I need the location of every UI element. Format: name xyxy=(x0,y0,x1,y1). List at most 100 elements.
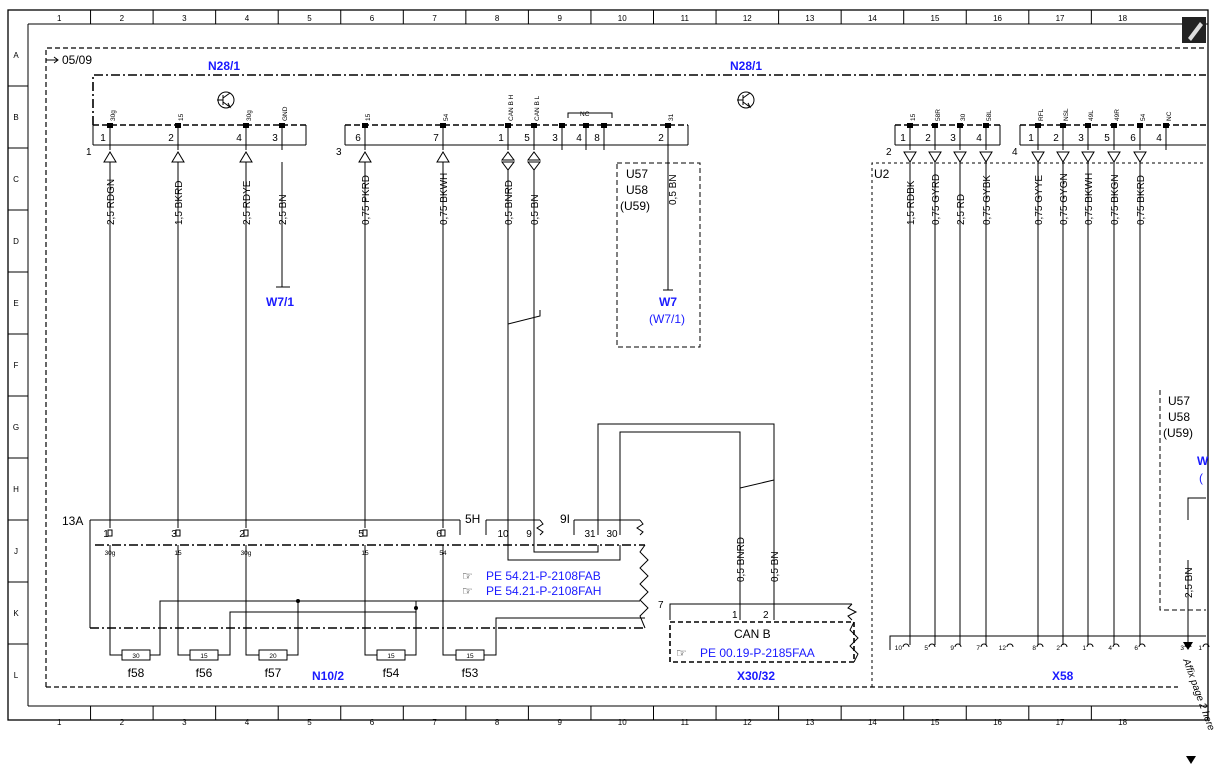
x58-label: X58 xyxy=(1052,669,1074,683)
x30-pin-2: 2 xyxy=(763,610,769,621)
nc-label: NC xyxy=(580,111,590,118)
pin-number: 3 xyxy=(1078,133,1084,144)
grid-col-label-top: 11 xyxy=(681,14,690,23)
reference-1: PE 54.21-P-2108FAB xyxy=(486,569,601,583)
wire-label-u57: 0,5 BN xyxy=(668,174,679,205)
u2-boundary xyxy=(871,162,1206,687)
date-arrow-icon xyxy=(46,56,59,64)
pin-signal: 30 xyxy=(960,113,967,121)
grid-col-label-bottom: 13 xyxy=(805,718,814,727)
pin-number: 1 xyxy=(498,133,504,144)
pin-contact xyxy=(665,123,671,128)
connector-arrow-icon xyxy=(1107,151,1121,163)
pin-signal: 49L xyxy=(1088,110,1095,121)
connector-arrow-icon xyxy=(436,151,450,163)
connector-arrow-icon xyxy=(171,151,185,163)
pin-signal: GND xyxy=(282,106,289,121)
variant-box-2-line-2: U58 xyxy=(1168,410,1190,424)
grid-col-label-top: 8 xyxy=(495,14,500,23)
fuse-body xyxy=(121,649,151,661)
connector-number-3: 3 xyxy=(336,147,342,158)
grid-col-label-top: 10 xyxy=(618,14,627,23)
x58-pin-number: 5 xyxy=(924,645,928,652)
pin-contact xyxy=(243,123,249,128)
pin-contact xyxy=(957,123,963,128)
x58-socket xyxy=(1112,643,1120,648)
variant-box-1-line-3: (U59) xyxy=(620,199,650,213)
fuse-wire xyxy=(245,628,299,656)
grid-col-label-bottom: 8 xyxy=(495,718,500,727)
wire-label: 0,5 BN xyxy=(770,551,781,582)
x58-socket xyxy=(928,643,936,648)
grid-row-label: L xyxy=(14,671,19,680)
bidirectional-arrow-icon xyxy=(501,151,515,171)
grid-row-label: A xyxy=(13,51,19,60)
grid-col-label-bottom: 4 xyxy=(245,718,250,727)
grid-col-label-top: 9 xyxy=(557,14,562,23)
fuse-body xyxy=(189,649,219,661)
grid-row-label: K xyxy=(13,609,19,618)
pin-contact xyxy=(1035,123,1041,128)
wire-label: 2,5 RD xyxy=(956,194,967,225)
u2-label: U2 xyxy=(874,167,890,181)
reference-2: PE 54.21-P-2108FAH xyxy=(486,584,601,598)
grid-col-label-top: 17 xyxy=(1056,14,1065,23)
pin-contact xyxy=(583,123,589,128)
grid-row-label: H xyxy=(13,485,19,494)
grid-col-label-bottom: 14 xyxy=(868,718,877,727)
grid-col-label-bottom: 3 xyxy=(182,718,187,727)
pin-number: 8 xyxy=(594,133,600,144)
pin-number: 2 xyxy=(658,133,664,144)
pin-number: 2 xyxy=(168,133,174,144)
pin-signal: 58R xyxy=(935,109,942,121)
bidirectional-arrow-icon xyxy=(527,151,541,171)
pin-number: 4 xyxy=(1156,133,1162,144)
x58-pin-number: 9 xyxy=(950,645,954,652)
wire-label: 0,75 BKRD xyxy=(1136,175,1147,225)
pin-contact xyxy=(1085,123,1091,128)
variant-box-1-line-2: U58 xyxy=(626,183,648,197)
n28-label-left: N28/1 xyxy=(208,59,240,73)
variant-box-1 xyxy=(616,162,701,348)
wire-label: 0,5 BNRD xyxy=(736,537,747,582)
pin-number: 1 xyxy=(900,133,906,144)
pin-number: 1 xyxy=(1028,133,1034,144)
pin-number: 2 xyxy=(1053,133,1059,144)
x58-pin-number: 3 xyxy=(1180,645,1184,652)
pin-number: 1 xyxy=(100,133,106,144)
pencil-icon xyxy=(1188,22,1203,41)
variant-box-1-line-1: U57 xyxy=(626,167,648,181)
row-dividers xyxy=(8,85,28,645)
fuse-value: 15 xyxy=(466,653,474,660)
connector-arrow-icon xyxy=(903,151,917,163)
x58-socket xyxy=(1138,643,1146,648)
pin-contact xyxy=(932,123,938,128)
fuse-wire xyxy=(109,628,161,656)
x30-label: X30/32 xyxy=(737,669,775,683)
fuse-name: f54 xyxy=(383,666,400,680)
connector-arrow-icon xyxy=(103,151,117,163)
pin-signal: 30g xyxy=(110,110,117,121)
grid-col-label-bottom: 17 xyxy=(1056,718,1065,727)
fuse-name: f56 xyxy=(196,666,213,680)
connector-brackets xyxy=(92,125,1021,145)
fuse-wire xyxy=(177,628,231,656)
pin-signal: 15 xyxy=(365,113,372,121)
fuse-wire xyxy=(442,628,497,656)
grid-labels: 1122334455667788991010111112121313141415… xyxy=(13,14,1128,727)
pin-contact xyxy=(1111,123,1117,128)
grid-col-label-bottom: 16 xyxy=(993,718,1002,727)
nc-bracket xyxy=(567,112,613,118)
fuse-name: f53 xyxy=(462,666,479,680)
grid-col-label-bottom: 6 xyxy=(370,718,375,727)
x58-socket xyxy=(1036,643,1044,648)
pin-signal: 58L xyxy=(986,110,993,121)
n10-pin-contact xyxy=(107,529,113,537)
x58-socket xyxy=(1086,643,1094,648)
grid-col-label-bottom: 11 xyxy=(681,718,690,727)
x30-label-7: 7 xyxy=(658,600,664,611)
pin-signal: RFL xyxy=(1038,108,1045,121)
reference-3: PE 00.19-P-2185FAA xyxy=(700,646,815,660)
pointing-hand-icon: ☞ xyxy=(676,646,687,660)
transistor-icon xyxy=(217,91,235,109)
